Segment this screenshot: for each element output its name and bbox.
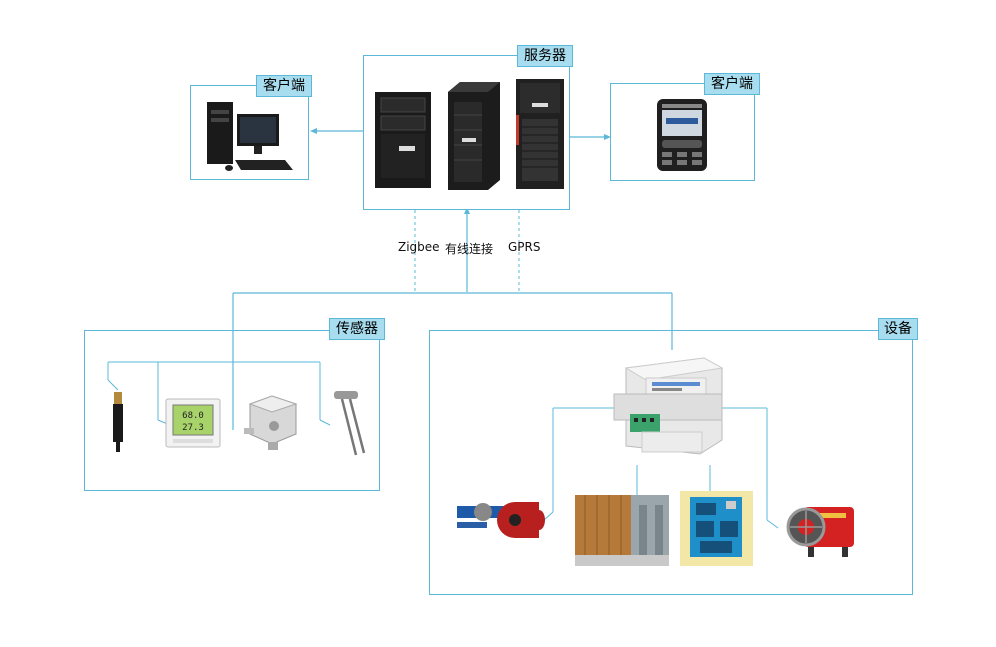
server-tower-icon bbox=[516, 79, 564, 189]
equipment-box bbox=[429, 330, 913, 595]
gprs-label: GPRS bbox=[508, 240, 541, 254]
boiler-heater-icon bbox=[680, 491, 753, 566]
mobile-phone-icon bbox=[657, 99, 707, 171]
temperature-humidity-display-icon: 68.0 27.3 bbox=[165, 398, 221, 448]
zigbee-label: Zigbee bbox=[398, 240, 440, 254]
server-tower-icon bbox=[375, 92, 431, 188]
probe-sensor-icon bbox=[113, 392, 123, 452]
wall-sensor-icon bbox=[244, 395, 298, 450]
temperature-reading: 27.3 bbox=[182, 423, 204, 433]
conveyor-motor-icon bbox=[457, 502, 545, 538]
desktop-computer-icon bbox=[207, 102, 293, 171]
humidity-reading: 68.0 bbox=[182, 411, 204, 421]
server-label: 服务器 bbox=[517, 45, 573, 67]
hot-air-blower-icon bbox=[786, 507, 854, 557]
insertion-probe-icon bbox=[334, 391, 366, 456]
sensors-box bbox=[84, 330, 380, 491]
client-pc-label: 客户端 bbox=[256, 75, 312, 97]
evaporative-cooling-pad-icon bbox=[575, 495, 669, 566]
server-tower-icon bbox=[448, 82, 500, 190]
controller-module-icon bbox=[613, 357, 724, 455]
equipment-label: 设备 bbox=[878, 318, 918, 340]
sensors-label: 传感器 bbox=[329, 318, 385, 340]
wired-label: 有线连接 bbox=[445, 242, 494, 256]
client-phone-label: 客户端 bbox=[704, 73, 760, 95]
